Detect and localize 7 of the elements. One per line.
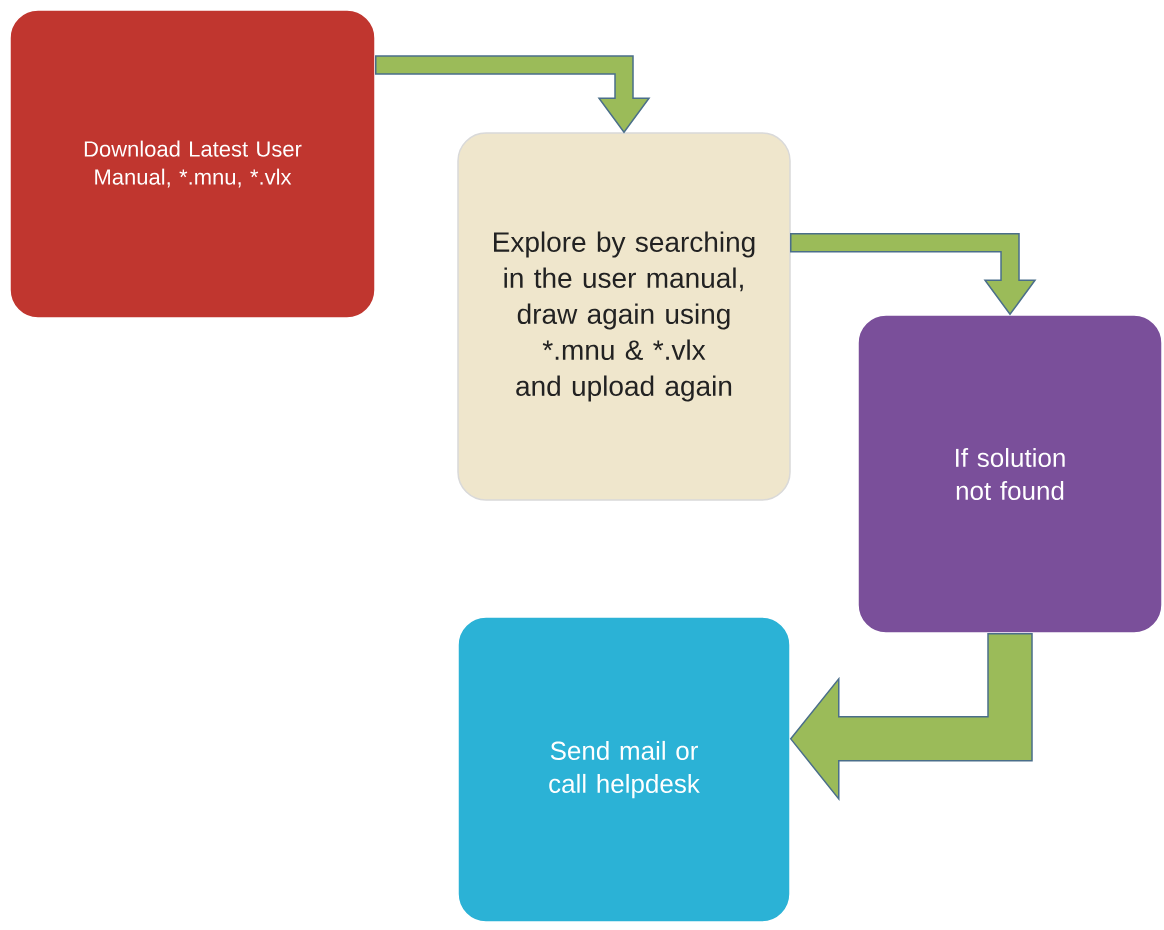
arrow: [790, 233, 1037, 316]
arrow: [789, 633, 1033, 801]
process-box: Explore by searching in the user manual, draw again using *.mnu & *.vlx and upload again: [457, 132, 791, 501]
process-box: Download Latest User Manual, *.mnu, *.vlx: [9, 9, 376, 319]
process-box: If solution not found: [857, 314, 1163, 634]
process-box: Send mail or call helpdesk: [457, 616, 791, 923]
arrow: [375, 55, 651, 134]
